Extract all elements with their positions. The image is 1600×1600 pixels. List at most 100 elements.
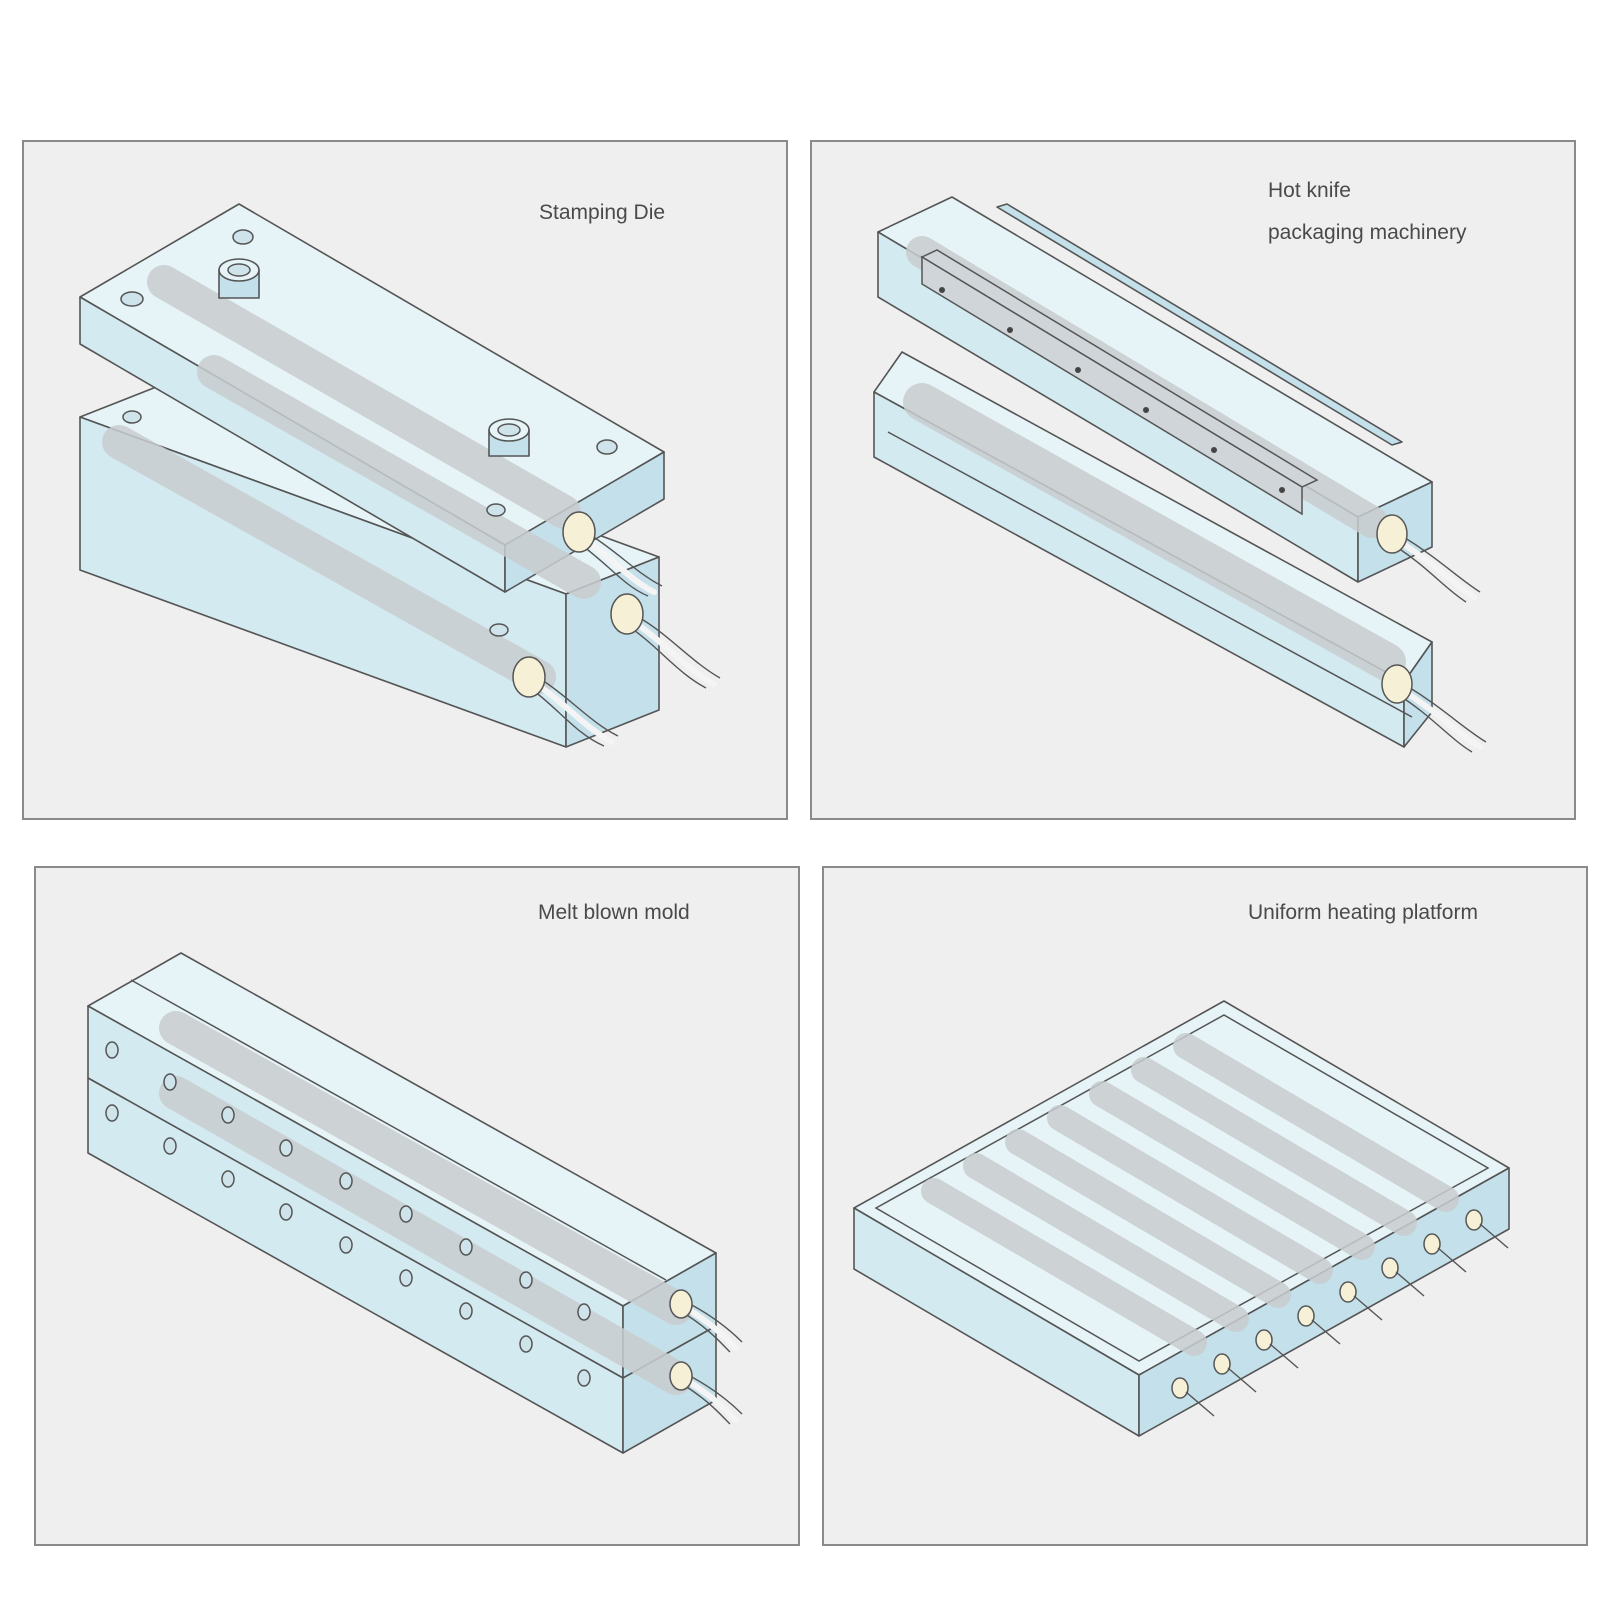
lead-wire	[1269, 1343, 1299, 1369]
back-fin	[996, 203, 1403, 446]
terminal-cap	[512, 656, 546, 698]
terminal-cap	[1339, 1281, 1357, 1303]
bushing-hole	[497, 423, 521, 437]
platform-inner-rim	[874, 1014, 1490, 1362]
terminal-cap	[669, 1361, 693, 1391]
bolt-hole	[105, 1041, 119, 1059]
lead-wire	[579, 535, 663, 597]
terminal-cap	[1255, 1329, 1273, 1351]
heating-rod	[1089, 1081, 1375, 1260]
bolt-hole	[163, 1137, 177, 1155]
seam-line	[130, 979, 667, 1281]
heating-rods	[921, 1033, 1459, 1356]
bolt-hole	[163, 1073, 177, 1091]
rivet	[1143, 407, 1149, 413]
wire	[631, 619, 717, 687]
lead-wire	[1437, 1247, 1467, 1273]
panel-label-line-1: Hot knife	[1268, 179, 1351, 202]
terminal-cap	[610, 593, 644, 635]
heating-rod	[159, 1076, 693, 1395]
bolt-hole	[339, 1172, 353, 1190]
bolt-hole	[221, 1170, 235, 1188]
heating-rod	[197, 355, 601, 599]
terminal-cap	[1213, 1353, 1231, 1375]
lead-wire	[1479, 1223, 1509, 1249]
terminal-cap	[1423, 1233, 1441, 1255]
bolt-hole	[486, 503, 506, 517]
knife-blade	[921, 255, 1303, 516]
terminal-cap	[1381, 664, 1413, 704]
terminal-cap	[1376, 514, 1408, 554]
bolt-hole	[519, 1335, 533, 1353]
panel-hot-knife: Hot knife packaging machinery	[810, 140, 1576, 820]
bolt-hole	[399, 1205, 413, 1223]
heating-rod	[1173, 1033, 1459, 1212]
bolt-hole	[596, 439, 618, 455]
wire	[583, 537, 657, 595]
panel-label: Uniform heating platform	[1248, 901, 1478, 924]
rivet	[939, 287, 945, 293]
lead-wire	[681, 1375, 743, 1425]
heating-rod	[1047, 1105, 1333, 1284]
lead-wire	[1391, 535, 1481, 603]
bolt-hole	[279, 1203, 293, 1221]
bolt-hole	[459, 1302, 473, 1320]
heating-rod	[963, 1153, 1249, 1332]
terminal-cap	[1171, 1377, 1189, 1399]
panel-label-line-2: packaging machinery	[1268, 221, 1467, 244]
terminal-cap	[562, 511, 596, 553]
rivet	[1211, 447, 1217, 453]
rivet	[1075, 367, 1081, 373]
wire	[1394, 537, 1477, 600]
heating-rod	[147, 265, 581, 529]
bolt-hole	[489, 623, 509, 637]
bolt-hole	[519, 1271, 533, 1289]
bolt-hole	[120, 291, 144, 307]
rivet	[1279, 487, 1285, 493]
terminals	[1171, 1209, 1509, 1417]
bushing-hole	[227, 263, 251, 277]
panel-label: Melt blown mold	[538, 901, 690, 924]
platform-side	[1138, 1167, 1510, 1437]
lead-wire	[681, 1303, 743, 1353]
bolt-hole	[459, 1238, 473, 1256]
panel-melt-blown-mold: Melt blown mold	[34, 866, 800, 1546]
wire	[683, 1377, 739, 1423]
bolt-hole	[122, 410, 142, 424]
wire	[1399, 687, 1483, 750]
lead-wire	[1185, 1391, 1215, 1417]
bolt-hole	[339, 1236, 353, 1254]
bolt-hole	[577, 1303, 591, 1321]
wire	[683, 1305, 739, 1351]
heating-platform-illustration	[853, 1000, 1510, 1437]
bolt-hole	[399, 1269, 413, 1287]
lead-wire	[1227, 1367, 1257, 1393]
lead-wire	[1395, 1271, 1425, 1297]
lead-wire	[627, 617, 721, 689]
stamping-die-illustration	[79, 203, 721, 748]
hot-knife-illustration	[873, 196, 1487, 753]
lead-wire	[1353, 1295, 1383, 1321]
bolt-holes	[105, 1041, 591, 1387]
bolt-hole	[232, 229, 254, 245]
terminal-cap	[1381, 1257, 1399, 1279]
panel-stamping-die: Stamping Die	[22, 140, 788, 820]
terminal-cap	[1297, 1305, 1315, 1327]
heating-rod	[921, 1178, 1207, 1356]
bolt-hole	[279, 1139, 293, 1157]
heating-rod	[102, 425, 556, 694]
panel-uniform-heating-platform: Uniform heating platform	[822, 866, 1588, 1546]
lead-wire	[1311, 1319, 1341, 1345]
bolt-hole	[577, 1369, 591, 1387]
rivet	[1007, 327, 1013, 333]
groove-line	[887, 431, 1413, 718]
terminal-cap	[1465, 1209, 1483, 1231]
heating-rod	[903, 383, 1406, 681]
wire	[533, 681, 615, 745]
heating-rod	[159, 1011, 693, 1325]
bolt-hole	[105, 1104, 119, 1122]
melt-blown-mold-illustration	[87, 952, 743, 1454]
heating-rod	[1005, 1129, 1291, 1308]
heating-rod	[1131, 1057, 1417, 1236]
terminal-cap	[669, 1289, 693, 1319]
